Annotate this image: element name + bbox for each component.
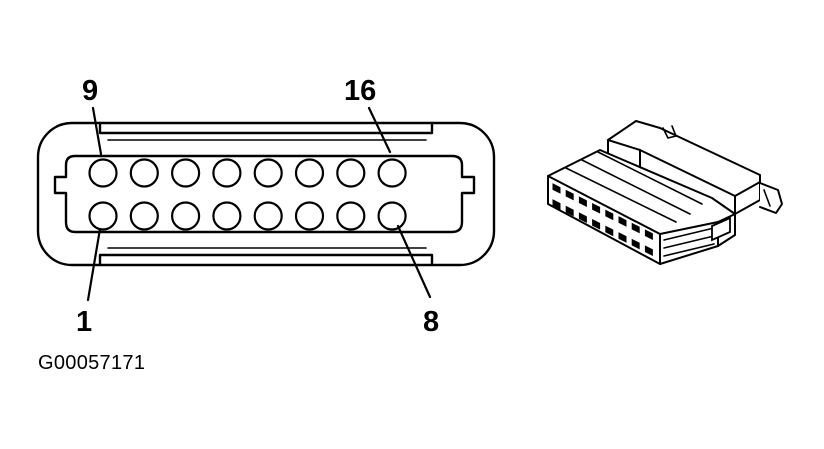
- pin-3: [171, 201, 201, 231]
- pin-1: [88, 201, 118, 231]
- pin-label-8: 8: [423, 306, 439, 338]
- iso-side-clip: [759, 182, 783, 214]
- connector-top-rail: [98, 121, 434, 135]
- iso-cavity: [592, 202, 601, 214]
- callout-line-pin-16: [367, 106, 392, 154]
- pin-15: [336, 158, 366, 188]
- pin-label-16: 16: [344, 75, 376, 107]
- iso-cavity: [605, 209, 614, 221]
- callout-line-pin-1: [86, 227, 102, 302]
- connector-face-view: [36, 121, 496, 267]
- iso-cavity: [565, 189, 574, 201]
- iso-cavity: [618, 216, 627, 227]
- iso-cavity: [618, 232, 627, 243]
- connector-isometric-view: [547, 120, 783, 265]
- iso-main-housing: [547, 149, 736, 265]
- connector-bottom-rail: [98, 253, 434, 267]
- pin-callouts: [86, 106, 432, 302]
- iso-terminal-cavities: [552, 183, 653, 257]
- pin-14: [294, 158, 325, 188]
- iso-latch: [711, 216, 731, 242]
- iso-cavity: [552, 199, 561, 210]
- iso-cavity: [565, 205, 574, 217]
- iso-cavity: [552, 183, 561, 194]
- pin-9: [88, 158, 118, 188]
- pin-16: [377, 158, 407, 188]
- iso-cavity: [578, 212, 587, 224]
- connector-inner-cavity: [53, 154, 476, 234]
- pin-11: [171, 158, 201, 188]
- iso-cavity: [644, 245, 653, 257]
- pin-4: [212, 201, 242, 231]
- pin-8: [377, 201, 407, 231]
- pin-13: [253, 158, 283, 188]
- pin-label-1: 1: [76, 306, 92, 338]
- connector-pins: [88, 158, 407, 231]
- iso-cavity: [592, 218, 601, 230]
- figure-id: G00057171: [38, 352, 146, 374]
- iso-cavity: [631, 222, 640, 234]
- pin-10: [129, 158, 159, 188]
- iso-cavity: [605, 225, 614, 237]
- pin-2: [129, 201, 159, 231]
- iso-cavity: [644, 229, 653, 241]
- pin-7: [336, 201, 366, 231]
- pin-label-9: 9: [82, 75, 98, 107]
- connector-outer-housing: [36, 121, 496, 267]
- pin-6: [294, 201, 325, 231]
- iso-cavity: [578, 196, 587, 208]
- pin-12: [212, 158, 242, 188]
- callout-line-pin-9: [91, 106, 103, 156]
- iso-cavity: [631, 238, 640, 250]
- pin-5: [253, 201, 283, 231]
- callout-line-pin-8: [396, 224, 432, 299]
